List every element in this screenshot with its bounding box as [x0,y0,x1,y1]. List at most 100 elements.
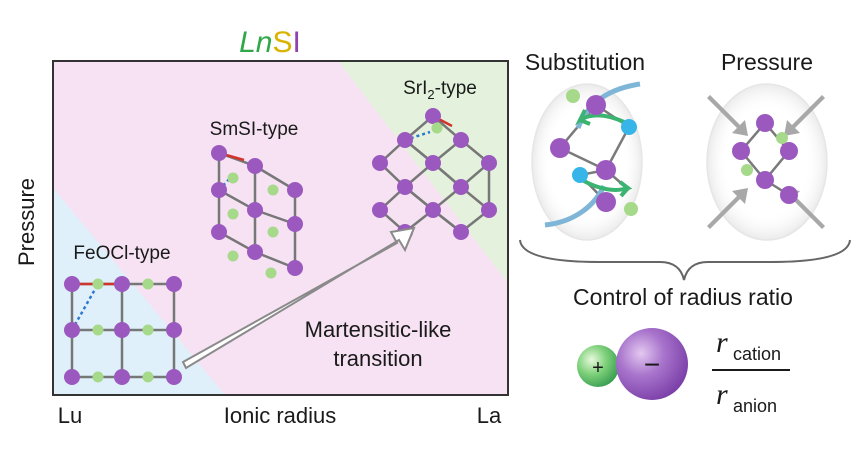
cation-atom [397,132,413,148]
anion-atom [431,122,443,134]
cation-atom [780,186,798,204]
diagram-frame [52,60,509,396]
anion-atom [741,164,753,176]
title-ln: Ln [239,26,272,59]
cation-atom [372,202,388,218]
cation-atom [64,369,80,385]
transition-label-line1: Martensitic-like [305,317,452,342]
cation-atom [756,114,774,132]
cation-atom [756,171,774,189]
region-feocl [53,188,225,395]
smsi-atoms [211,145,303,279]
cation-atom [64,276,80,292]
anion-atom [267,184,279,196]
substitution-green-arrow-top [575,109,625,126]
cation-atom [596,192,616,212]
cation-atom [372,155,388,171]
anion-atom [227,208,239,220]
anion-atom [142,324,154,336]
anion-sign: − [644,349,660,380]
cation-atom [211,224,227,240]
cation-atom [453,179,469,195]
pressure-atoms [732,114,798,204]
sri2-label-tail: -type [435,78,477,99]
anion-atom [92,371,104,383]
substituted-atom [621,119,637,135]
anion-ion-icon [616,328,688,400]
anion-atom [92,324,104,336]
anion-atom [265,267,277,279]
grouping-brace [519,239,851,281]
sri2-label-main: SrI [403,78,427,99]
cation-atom [596,160,616,180]
anion-atom [142,278,154,290]
anion-atom [92,278,104,290]
cation-atom [425,108,441,124]
cation-atom [166,322,182,338]
substituted-atom [572,167,588,183]
smsi-label: SmSI-type [210,119,299,140]
cation-atom [481,155,497,171]
anion-atom [227,250,239,262]
feocl-atoms [64,276,182,385]
cation-atom [166,369,182,385]
ratio-denominator-r: r [716,378,728,411]
ratio-denominator-sub: anion [733,396,777,416]
cation-atom [64,322,80,338]
cation-atom [114,369,130,385]
cation-atom [287,182,303,198]
cation-atom [425,155,441,171]
diagram-title: LnSI [239,26,301,59]
cation-atom [481,202,497,218]
pressure-arrow-icon [707,188,748,229]
cation-atom [780,142,798,160]
cation-atom [166,276,182,292]
cation-atom [425,202,441,218]
cation-atom [114,322,130,338]
cation-atom [586,95,606,115]
cation-atom [453,224,469,240]
anion-atom [267,226,279,238]
pressure-arrow-icon [707,95,748,136]
pressure-title: Pressure [721,49,813,75]
cation-sign: + [592,357,604,379]
pressure-arrow-icon [784,95,825,136]
cation-atom [247,202,263,218]
title-i: I [293,26,301,59]
radius-ratio: r cation r anion [712,326,790,416]
sri2-label: SrI2-type [403,78,477,102]
substitution-atoms [550,89,638,216]
y-axis-label: Pressure [14,178,39,266]
cation-atom [114,276,130,292]
cation-atom [247,158,263,174]
cation-atom [287,216,303,232]
pressure-arrows [707,95,825,229]
cation-ion-icon [577,345,619,387]
anion-atom [776,132,788,144]
transition-label-line2: transition [333,346,422,371]
anion-atom [566,89,580,103]
cation-atom [397,179,413,195]
substitution-title: Substitution [525,49,645,75]
substitution-swap-arrow-bottom [544,184,607,228]
cation-atom [211,182,227,198]
ratio-numerator-sub: cation [733,344,781,364]
x-axis-center-label: Ionic radius [224,403,337,428]
cation-atom [211,145,227,161]
substitution-green-arrow-bottom [581,178,633,198]
pressure-oval [706,83,828,241]
cation-atom [732,142,750,160]
anion-atom [624,202,638,216]
cation-atom [287,260,303,276]
x-axis-right-label: La [477,403,502,428]
sri2-label-sub: 2 [427,87,434,102]
cation-atom [247,244,263,260]
x-axis-left-label: Lu [58,403,82,428]
cation-atom [453,132,469,148]
cation-atom [550,138,570,158]
ratio-numerator-r: r [716,326,728,359]
anion-atom [142,371,154,383]
transition-arrow [181,226,416,370]
title-s: S [273,26,293,59]
